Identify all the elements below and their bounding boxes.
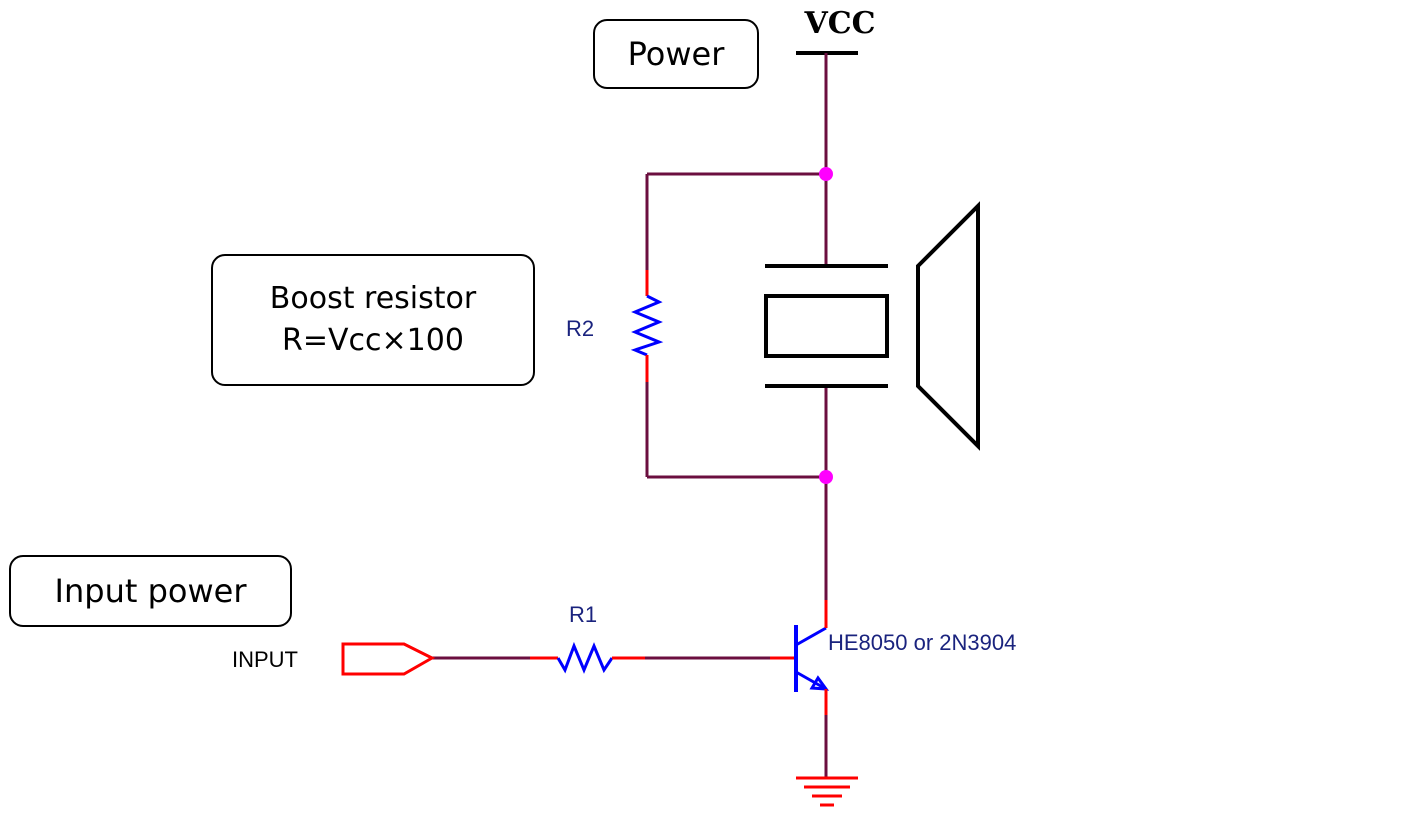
vcc-label: VCC bbox=[803, 6, 875, 41]
r2-label: R2 bbox=[566, 316, 594, 341]
buzzer-element bbox=[764, 264, 889, 388]
power-callout-text: Power bbox=[627, 35, 725, 73]
transistor-npn bbox=[770, 600, 830, 715]
resistor-r1 bbox=[530, 641, 645, 674]
input-connector bbox=[341, 642, 436, 676]
junction-bottom bbox=[819, 470, 833, 484]
input-power-callout: Input power bbox=[9, 555, 292, 627]
power-callout: Power bbox=[593, 19, 759, 89]
boost-callout-line1: Boost resistor bbox=[269, 281, 477, 316]
speaker-horn-icon bbox=[916, 201, 980, 451]
boost-callout-line2: R=Vcc×100 bbox=[282, 323, 464, 358]
boost-resistor-callout: Boost resistor R=Vcc×100 bbox=[211, 254, 535, 386]
transistor-label: HE8050 or 2N3904 bbox=[828, 630, 1016, 655]
input-label: INPUT bbox=[232, 647, 298, 672]
r1-label: R1 bbox=[569, 602, 597, 627]
ground-icon bbox=[796, 776, 858, 807]
input-power-callout-text: Input power bbox=[54, 572, 247, 610]
resistor-r2 bbox=[630, 270, 664, 382]
wires bbox=[432, 53, 828, 778]
junction-top bbox=[819, 167, 833, 181]
